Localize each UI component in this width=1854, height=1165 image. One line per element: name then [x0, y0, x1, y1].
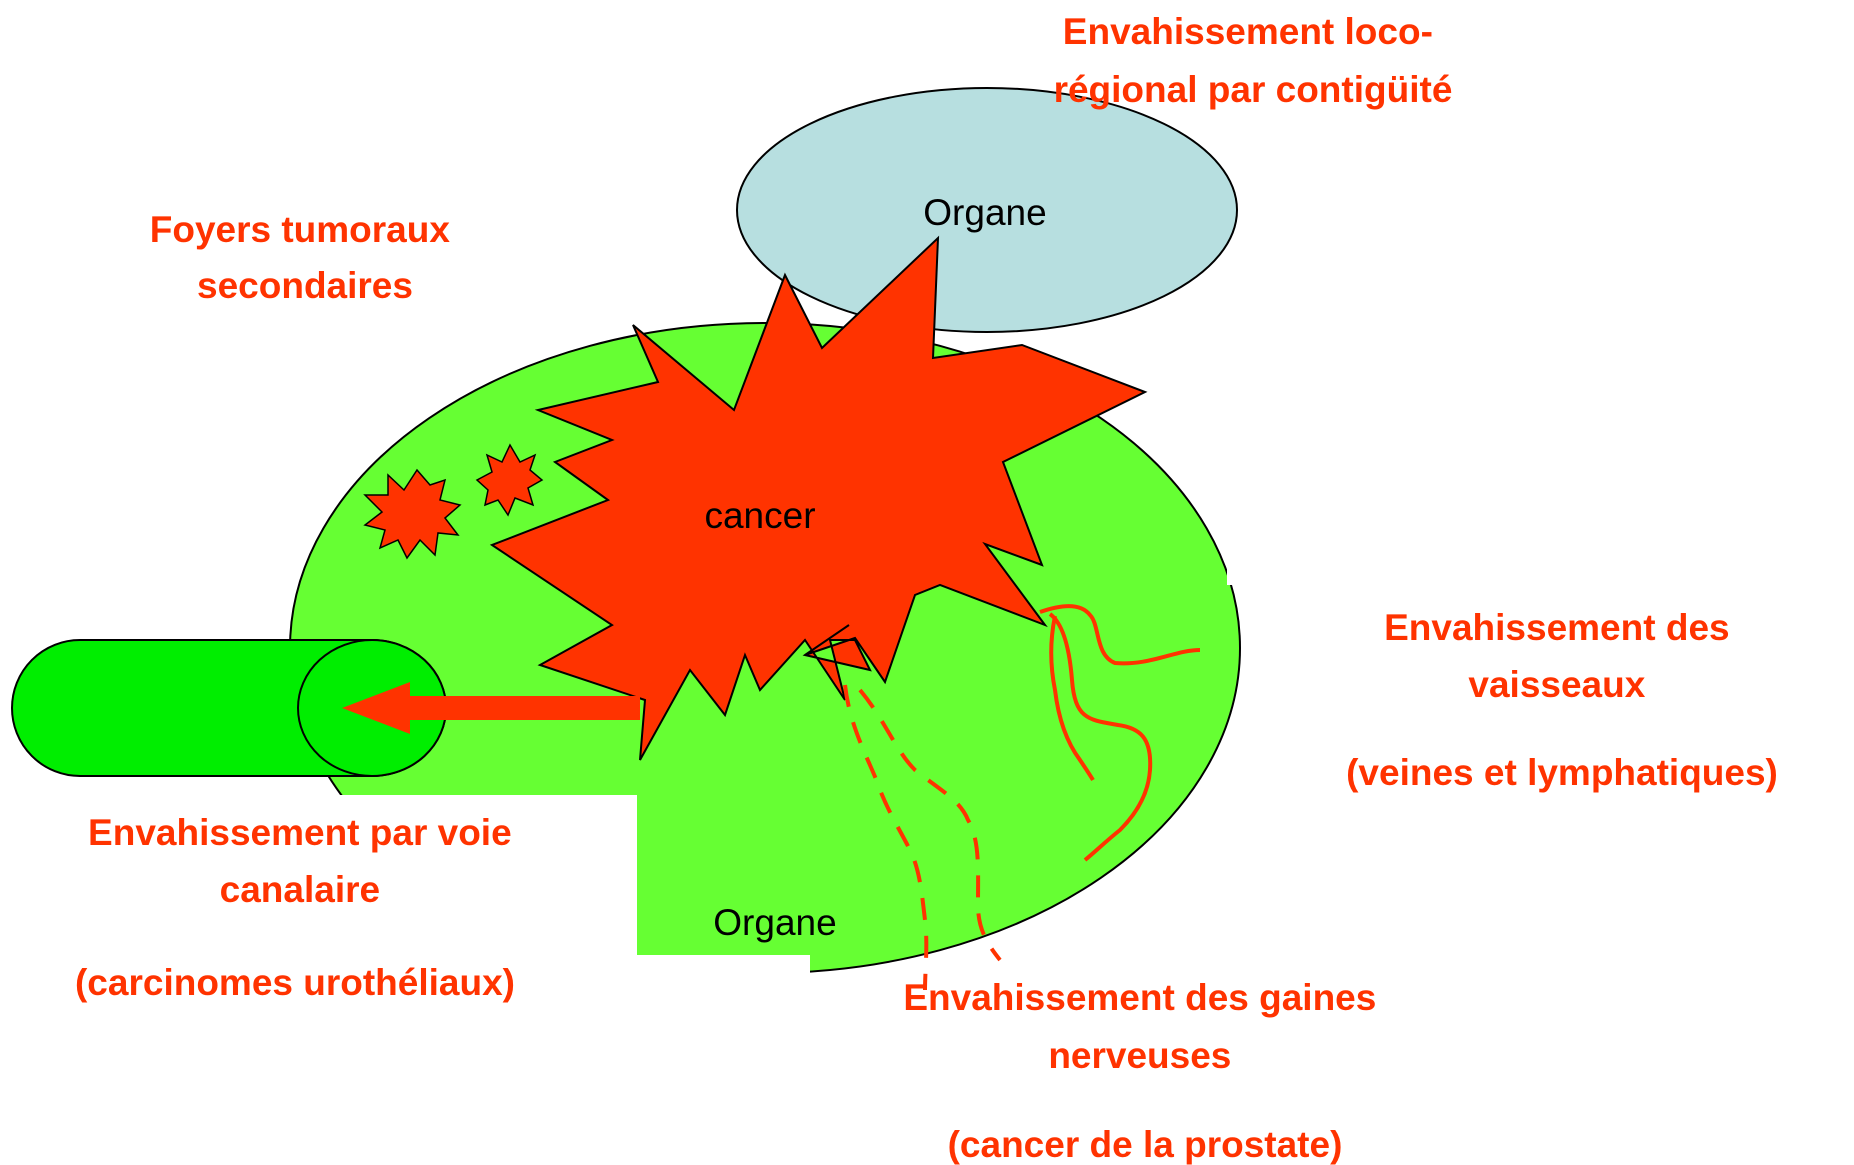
cancer-label: cancer: [704, 495, 815, 536]
contiguity-label-line-1: Envahissement loco-: [1063, 11, 1433, 52]
canal-label: Envahissement par voie canalaire (carcin…: [75, 812, 522, 1003]
vessels-label: Envahissement des vaisseaux (veines et l…: [1346, 607, 1778, 793]
vessels-label-line-2: vaisseaux: [1468, 664, 1645, 705]
nerves-label: Envahissement des gaines nerveuses (canc…: [903, 977, 1386, 1165]
secondary-foci-label-line-2: secondaires: [197, 265, 413, 306]
canal-label-line-1: Envahissement par voie: [88, 812, 512, 853]
main-organ-label: Organe: [713, 902, 836, 943]
canal-label-line-3: (carcinomes urothéliaux): [75, 962, 515, 1003]
vessels-label-line-1: Envahissement des: [1384, 607, 1729, 648]
secondary-foci-label-line-1: Foyers tumoraux: [150, 209, 451, 250]
contiguity-label-line-2: régional par contigüité: [1054, 69, 1453, 110]
secondary-foci-label: Foyers tumoraux secondaires: [150, 209, 460, 306]
top-organ-label: Organe: [923, 192, 1046, 233]
nerves-label-line-1: Envahissement des gaines: [903, 977, 1376, 1018]
canal-label-line-2: canalaire: [220, 869, 380, 910]
nerves-label-line-3: (cancer de la prostate): [948, 1124, 1343, 1165]
nerves-label-line-2: nerveuses: [1048, 1035, 1231, 1076]
contiguity-label: Envahissement loco- régional par contigü…: [1054, 11, 1453, 110]
vessels-label-line-3: (veines et lymphatiques): [1346, 752, 1778, 793]
secondary-focus-small: [477, 445, 542, 515]
